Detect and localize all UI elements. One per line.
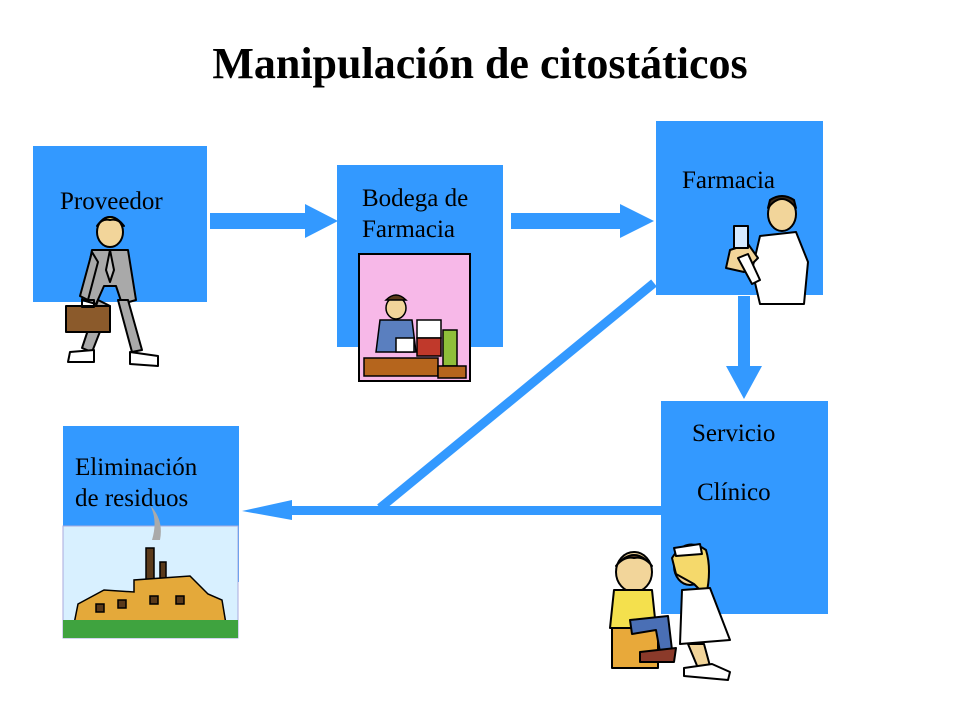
arrow-servicio-eliminacion: [242, 500, 661, 520]
servicio-label: Servicio: [692, 420, 776, 447]
arrow-farmacia-servicio: [726, 296, 762, 399]
arrow-farmacia-diagonal: [377, 279, 657, 512]
bodega-label: Bodega de Farmacia: [362, 185, 469, 244]
eliminacion-label: Eliminación de residuos: [75, 454, 198, 513]
farmacia-label: Farmacia: [682, 167, 776, 194]
page-title: Manipulación de citostáticos: [212, 39, 748, 88]
arrow-bodega-farmacia: [511, 204, 654, 238]
clinico-label: Clínico: [697, 479, 771, 506]
proveedor-label: Proveedor: [60, 188, 163, 215]
arrow-proveedor-bodega: [210, 204, 338, 238]
